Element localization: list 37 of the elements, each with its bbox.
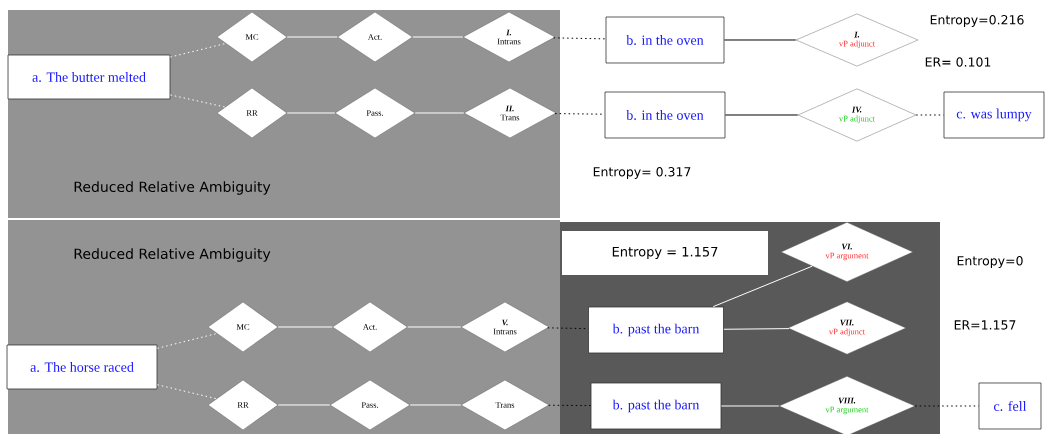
sentence-box: a. The butter melted	[7, 54, 171, 100]
sentence-box: b. past the barn	[590, 382, 722, 430]
annotation-text: Entropy= 0.317	[593, 167, 691, 179]
connector	[407, 326, 462, 328]
connector	[724, 114, 799, 116]
connector	[914, 405, 980, 407]
annotation-text: Entropy=0.216	[930, 15, 1024, 27]
connector	[548, 404, 592, 407]
sentence-box: b. in the oven	[605, 16, 725, 64]
connector	[409, 404, 462, 406]
annotation-text: Reduced Relative Ambiguity	[74, 181, 271, 195]
sentence-box: c. fell	[978, 382, 1042, 430]
connector	[553, 37, 607, 40]
connector	[156, 333, 218, 349]
connector	[723, 328, 790, 330]
sentence-box: a. The horse raced	[6, 344, 158, 390]
connector	[277, 404, 331, 406]
connector	[277, 326, 333, 328]
connector	[169, 42, 227, 58]
connector	[414, 112, 465, 114]
connector	[169, 94, 226, 108]
annotation-text: Reduced Relative Ambiguity	[74, 248, 271, 262]
sentence-box: b. in the oven	[604, 91, 726, 139]
sentence-box: b. past the barn	[588, 306, 724, 354]
annotation-text: Entropy=0	[957, 256, 1023, 268]
connector	[286, 36, 338, 38]
connector	[915, 114, 945, 116]
entropy-box: Entropy = 1.157	[562, 231, 768, 275]
sentence-box: c. was lumpy	[943, 91, 1045, 139]
connector	[720, 405, 780, 407]
annotation-text: ER=1.157	[954, 320, 1016, 330]
connector	[412, 36, 464, 38]
annotation-text: ER= 0.101	[925, 57, 991, 67]
connector	[712, 265, 813, 308]
connector	[156, 384, 218, 400]
connector	[286, 112, 336, 114]
connector	[723, 39, 797, 41]
